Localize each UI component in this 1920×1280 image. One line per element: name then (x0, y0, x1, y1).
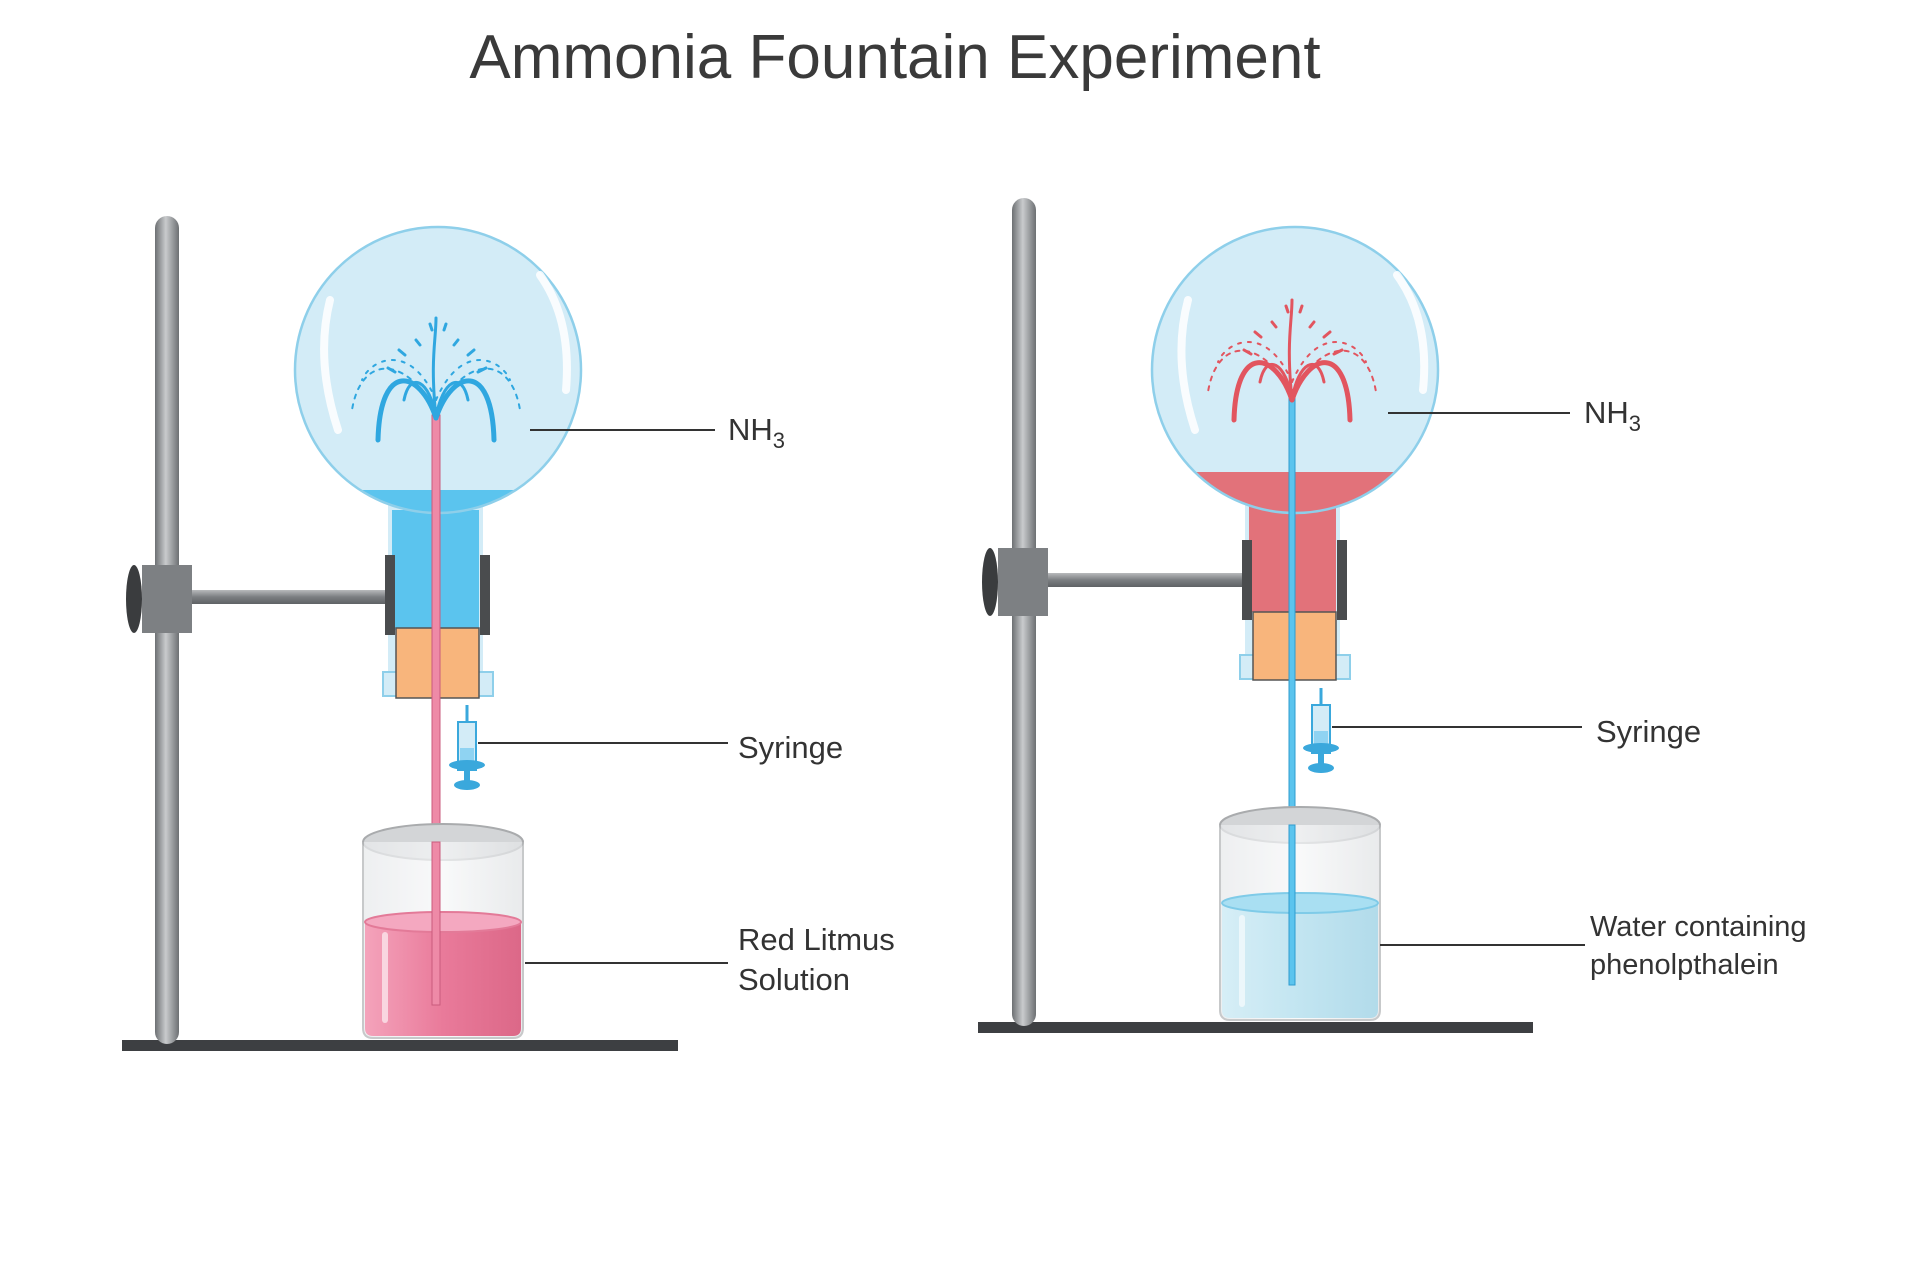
right-solution-label-line1: Water containing (1590, 911, 1807, 943)
left-clamp-knob (126, 565, 142, 633)
right-syringe-label: Syringe (1596, 714, 1702, 749)
right-stand-base (978, 1022, 1533, 1033)
right-solution-label: Water containing phenolpthalein (1590, 908, 1807, 984)
diagram-title: Ammonia Fountain Experiment (469, 23, 1321, 92)
left-fountain-spray (351, 316, 521, 443)
right-nh3-label: NH3 (1584, 395, 1642, 436)
right-syringe (1303, 688, 1339, 773)
left-nh3-label: NH3 (728, 412, 786, 453)
left-beaker (362, 823, 524, 1039)
left-solution-label-line1: Red Litmus (738, 922, 895, 957)
left-syringe-label: Syringe (738, 730, 844, 765)
right-fountain-spray (1207, 298, 1377, 423)
right-boss-head (998, 548, 1048, 616)
right-solution-label-line2: phenolpthalein (1590, 949, 1779, 981)
right-clamp-arm (1046, 573, 1246, 587)
left-setup (122, 216, 728, 1051)
right-beaker (1219, 806, 1381, 1021)
left-stand-base (122, 1040, 678, 1051)
left-solution-label: Red Litmus Solution (738, 920, 895, 1000)
right-setup (978, 198, 1585, 1033)
left-syringe (449, 705, 485, 790)
left-clamp-arm (190, 590, 390, 604)
left-solution-label-line2: Solution (738, 962, 851, 997)
left-boss-head (142, 565, 192, 633)
right-clamp-knob (982, 548, 998, 616)
